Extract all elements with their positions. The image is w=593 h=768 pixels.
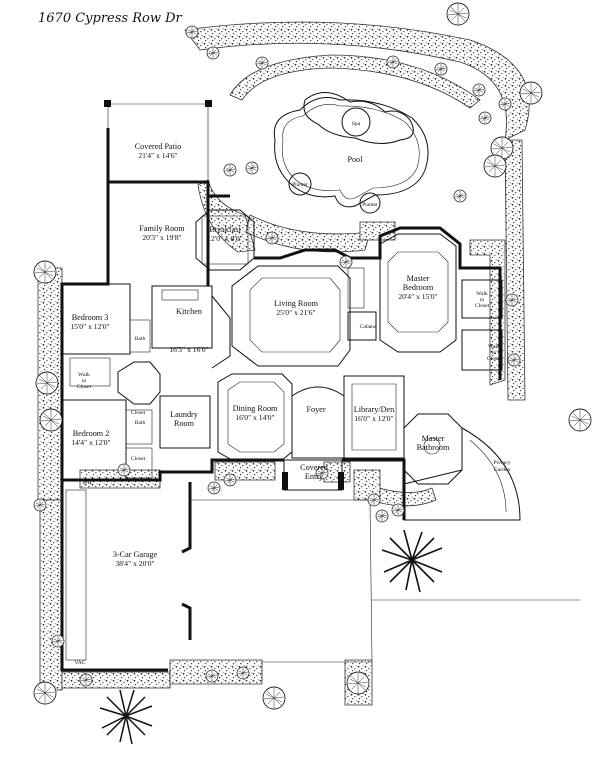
library-den-label: Library/Den	[354, 405, 394, 414]
walk-in-closet-3-line-2: in	[492, 350, 497, 356]
building-walls	[60, 100, 580, 672]
walk-in-closet-3-line-3: Closet	[487, 356, 502, 362]
bedroom-3-label: Bedroom 3	[72, 313, 109, 322]
walk-in-closet-2-line-3: Closet	[475, 303, 490, 309]
covered-patio-size: 21'4" x 14'6"	[138, 151, 177, 160]
walk-in-closet-2-line-2: in	[480, 297, 485, 303]
breakfast-size: 12'0" x 8'0"	[207, 234, 243, 243]
master-bedroom-label-2: Bedroom	[403, 283, 434, 292]
walk-in-closet-1-line-1: Walk	[78, 372, 90, 378]
cabana-label: Cabana	[360, 324, 377, 330]
dining-room-label: Dining Room	[233, 404, 278, 413]
garage-size: 38'4" x 20'0"	[115, 559, 154, 568]
living-room-label: Living Room	[274, 299, 319, 308]
bath-label-1: Bath	[135, 336, 146, 342]
address-handwritten: 1670 Cypress Row Dr	[38, 11, 183, 26]
landscape-plants	[33, 2, 592, 745]
laundry-label-1: Laundry	[170, 410, 199, 419]
laundry-label-2: Room	[174, 419, 195, 428]
library-den-size: 16'0" x 12'0"	[354, 414, 393, 423]
privacy-garden-label-2: Garden	[494, 467, 511, 473]
kitchen-size: 16'3" x 16'0"	[169, 345, 208, 354]
covered-entry-label-1: Covered	[300, 463, 328, 472]
covered-entry-label-2: Entry	[305, 472, 324, 481]
planter-label-2: Planter	[362, 202, 378, 208]
bath-label-2: Bath	[135, 420, 146, 426]
walk-in-closet-2-line-1: Walk	[476, 291, 488, 297]
pool-label: Pool	[347, 155, 363, 164]
family-room-label: Family Room	[139, 224, 185, 233]
spa-label: Spa	[352, 121, 361, 127]
vac-label: VAC	[74, 660, 85, 666]
master-bathroom-label-2: Bathroom	[417, 443, 450, 452]
breakfast-label: Breakfast	[209, 225, 241, 234]
family-room-size: 20'3" x 19'8"	[142, 233, 181, 242]
foyer-label: Foyer	[306, 405, 325, 414]
bedroom-2-size: 14'4" x 12'0"	[71, 438, 110, 447]
closet-label-2: Closet	[131, 456, 146, 462]
master-bedroom-size: 20'4" x 15'0"	[398, 292, 437, 301]
closet-label-1: Closet	[131, 410, 146, 416]
walk-in-closet-1-line-3: Closet	[77, 384, 92, 390]
landscape-hedges	[37, 21, 530, 706]
living-room-size: 25'0" x 21'6"	[276, 308, 315, 317]
room-labels: Covered Patio 21'4" x 14'6" Family Room …	[70, 142, 510, 666]
planter-label-1: Planter	[292, 182, 308, 188]
dining-room-size: 16'0" x 14'0"	[235, 413, 274, 422]
bedroom-2-label: Bedroom 2	[73, 429, 110, 438]
bedroom-3-size: 15'0" x 12'0"	[70, 322, 109, 331]
wh-label: WH	[82, 480, 91, 486]
master-bathroom-label-1: Master	[422, 434, 445, 443]
walk-in-closet-1-line-2: in	[82, 378, 87, 384]
master-bedroom-label-1: Master	[407, 274, 430, 283]
garage-label: 3-Car Garage	[113, 550, 158, 559]
pool-area: Spa Pool Planter Planter	[273, 92, 429, 214]
privacy-garden-label-1: Privacy	[493, 460, 510, 466]
kitchen-label: Kitchen	[176, 307, 202, 316]
walk-in-closet-3-line-1: Walk	[488, 344, 500, 350]
covered-patio-label: Covered Patio	[135, 142, 182, 151]
